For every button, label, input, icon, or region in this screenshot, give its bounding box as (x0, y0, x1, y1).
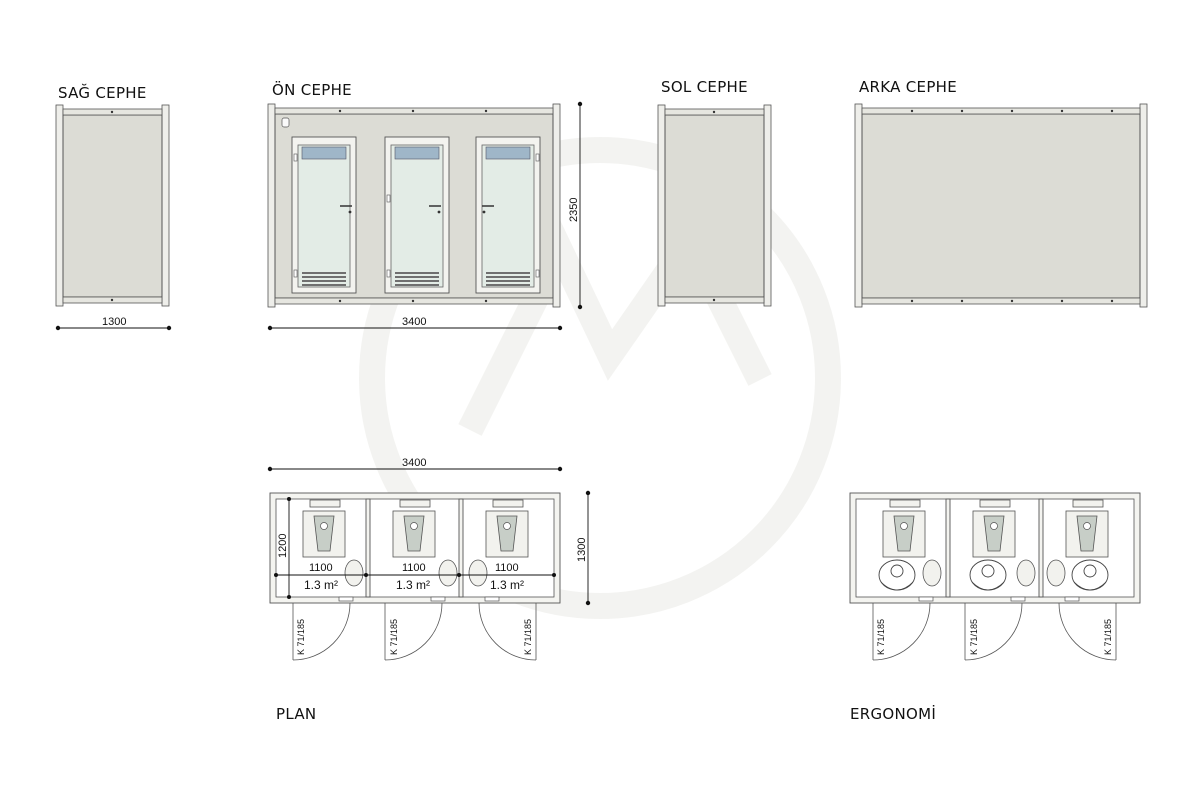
front-width-dimension: 3400 (402, 316, 426, 328)
front-door-3 (475, 136, 541, 294)
plan-width-dimension: 3400 (402, 457, 426, 469)
plan-sink-2 (438, 559, 458, 587)
plan-door-1-label: K 71/185 (296, 619, 306, 655)
cabin-1-area: 1.3 m² (304, 578, 338, 592)
plan-toilet-3 (485, 499, 529, 558)
left-elevation-title: SOL CEPHE (661, 78, 748, 96)
floor-plan: 3400 1200 (267, 457, 591, 723)
ergonomics-title: ERGONOMİ (850, 704, 936, 723)
front-height-dimension: 2350 (568, 198, 580, 222)
plan-door-1 (292, 596, 354, 661)
cabin-width-1-dimension: 1100 (309, 562, 333, 574)
cabin-width-3-dimension: 1100 (495, 562, 519, 574)
person-figure-icon (878, 559, 916, 591)
ergonomics-plan: K 71/185 K 71/185 K 71/185 ERGONOMİ (849, 492, 1141, 723)
ergo-door-2 (964, 596, 1026, 661)
ergo-toilet-3 (1065, 499, 1109, 558)
plan-toilet-2 (392, 499, 436, 558)
plan-title: PLAN (276, 705, 316, 723)
person-figure-icon (1071, 559, 1109, 591)
cabin-2-area: 1.3 m² (396, 578, 430, 592)
plan-toilet-1 (302, 499, 346, 558)
right-elevation-title: SAĞ CEPHE (58, 83, 147, 102)
ergo-sink-3 (1046, 559, 1066, 587)
right-width-dimension: 1300 (102, 316, 126, 328)
front-elevation-title: ÖN CEPHE (272, 80, 352, 99)
plan-depth-dimension: 1300 (576, 538, 588, 562)
plan-door-3-label: K 71/185 (523, 619, 533, 655)
ergo-door-3 (1058, 596, 1117, 661)
back-elevation-title: ARKA CEPHE (859, 78, 957, 96)
plan-door-2 (384, 596, 446, 661)
cabin-3-area: 1.3 m² (490, 578, 524, 592)
ergo-door-1-label: K 71/185 (876, 619, 886, 655)
ergo-sink-2 (1016, 559, 1036, 587)
plan-door-3 (478, 596, 537, 661)
plan-sink-3 (468, 559, 488, 587)
plan-sink-1 (344, 559, 364, 587)
ergo-toilet-2 (972, 499, 1016, 558)
front-door-1 (291, 136, 357, 294)
ergo-door-3-label: K 71/185 (1103, 619, 1113, 655)
front-door-2 (384, 136, 450, 294)
cabin-depth-dimension: 1200 (277, 534, 289, 558)
back-elevation: ARKA CEPHE (854, 78, 1148, 308)
ergo-sink-1 (922, 559, 942, 587)
plan-door-2-label: K 71/185 (389, 619, 399, 655)
left-elevation: SOL CEPHE (657, 78, 772, 307)
right-elevation: SAĞ CEPHE 1300 (55, 83, 172, 331)
ergo-toilet-1 (882, 499, 926, 558)
cabin-width-2-dimension: 1100 (402, 562, 426, 574)
ergo-door-1 (872, 596, 934, 661)
ergo-door-2-label: K 71/185 (969, 619, 979, 655)
person-figure-icon (969, 559, 1007, 591)
front-elevation: ÖN CEPHE (267, 80, 583, 331)
